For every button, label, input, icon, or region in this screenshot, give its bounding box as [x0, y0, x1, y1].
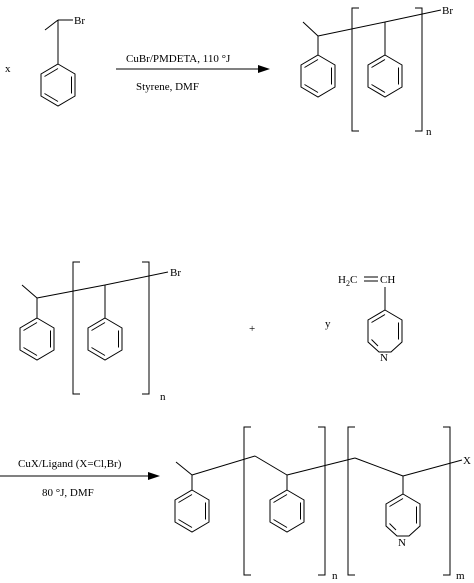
- conditions-1-above: CuBr/PMDETA, 110 °J: [126, 53, 231, 65]
- bromoethylbenzene-molecule: Br: [40, 15, 85, 107]
- end-group-x: X: [463, 455, 471, 467]
- repeat-index-n: n: [332, 570, 338, 582]
- block-copolymer-product: X n m N: [174, 426, 471, 582]
- vinyl-h: H: [338, 274, 346, 286]
- conditions-2-below: 80 °J, DMF: [42, 487, 94, 499]
- repeat-bracket-left: [351, 7, 359, 132]
- reaction-arrow-1: CuBr/PMDETA, 110 °J Styrene, DMF: [116, 53, 270, 93]
- bromine-label: Br: [74, 15, 85, 27]
- vinyl-ch-label: CH: [380, 274, 395, 286]
- repeat-index-n: n: [426, 126, 432, 138]
- repeat-bracket-right: [415, 7, 423, 132]
- bracket-m-right: [443, 426, 451, 576]
- repeat-bracket-left: [72, 261, 80, 395]
- coefficient-y: y: [325, 318, 331, 330]
- polystyrene-br-product: Br n: [300, 5, 453, 138]
- bracket-m-left: [347, 426, 355, 576]
- repeat-index-m: m: [456, 570, 465, 582]
- scheme-3: CuX/Ligand (X=Cl,Br) 80 °J, DMF X n m: [0, 426, 471, 582]
- polymer-pyridine-nitrogen: N: [398, 537, 406, 549]
- vinylpyridine-molecule: H2C CH N: [338, 274, 403, 364]
- vinyl-c: C: [350, 274, 357, 286]
- macroinitiator-bromine: Br: [170, 267, 181, 279]
- product-1-bromine: Br: [442, 5, 453, 17]
- conditions-1-below: Styrene, DMF: [136, 81, 199, 93]
- polystyrene-br-macroinitiator: Br n: [19, 261, 181, 403]
- vinyl-h2c-label: H2C: [338, 274, 357, 288]
- vinyl-subscript-2: 2: [346, 279, 350, 288]
- bracket-n-right: [318, 426, 326, 576]
- conditions-2-above: CuX/Ligand (X=Cl,Br): [18, 458, 122, 470]
- repeat-bracket-right: [142, 261, 150, 395]
- coefficient-x: x: [5, 63, 11, 75]
- pyridine-nitrogen: N: [380, 352, 388, 364]
- macroinitiator-repeat-index: n: [160, 391, 166, 403]
- bracket-n-left: [243, 426, 251, 576]
- plus-sign: +: [249, 323, 255, 335]
- reaction-arrow-2: CuX/Ligand (X=Cl,Br) 80 °J, DMF: [0, 458, 160, 499]
- scheme-1: x Br CuBr/PMDETA, 110 °J Styrene, DMF Br: [5, 5, 453, 138]
- scheme-2: Br n + y H2C CH: [19, 261, 403, 403]
